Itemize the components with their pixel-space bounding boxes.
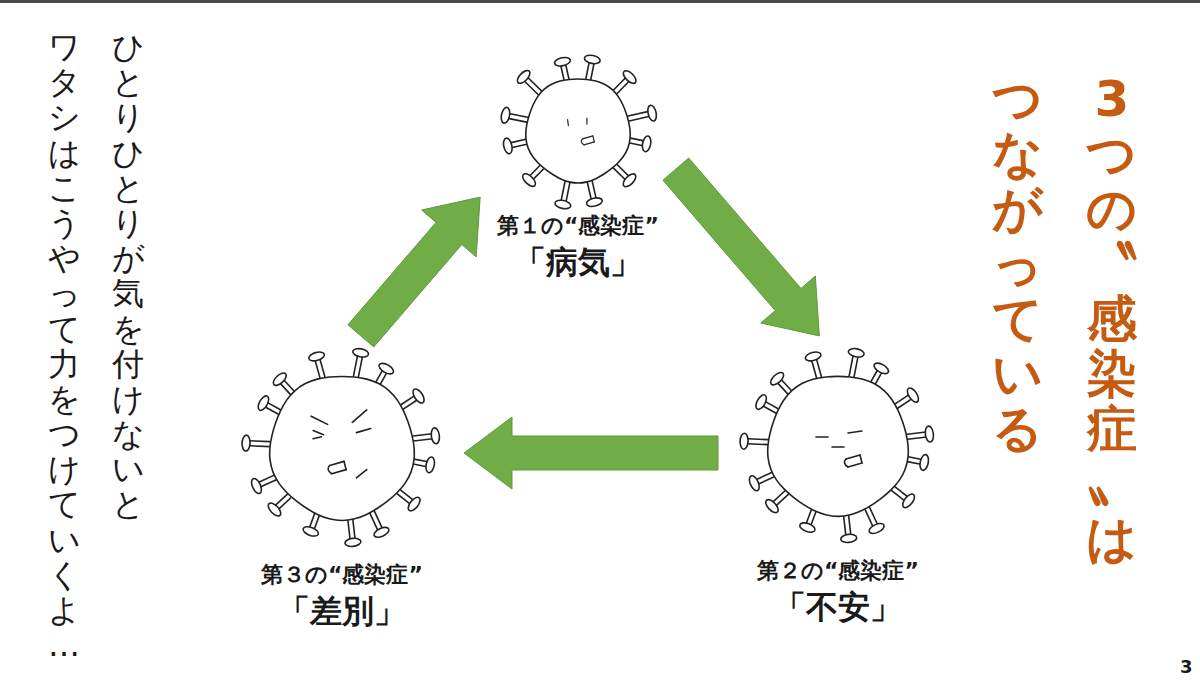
virus-node: 第１の“感染症”「病気」	[488, 48, 668, 282]
top-bar	[0, 0, 1200, 3]
node-heading: 第３の“感染症”	[232, 561, 452, 589]
virus-node: 第２の“感染症”「不安」	[730, 345, 946, 627]
virus-node: 第３の“感染症”「差別」	[232, 345, 452, 631]
virus-illustration	[738, 345, 938, 545]
node-label: 「不安」	[730, 587, 946, 627]
node-label: 「差別」	[232, 591, 452, 631]
block-arrow	[663, 158, 819, 336]
virus-illustration	[240, 345, 444, 549]
vertical-note: ワタシはこうやって力をつけていくよ…	[48, 30, 80, 663]
page-number: 3	[1180, 656, 1193, 677]
node-heading: 第１の“感染症”	[488, 212, 668, 240]
virus-illustration	[496, 48, 660, 212]
block-arrow	[348, 197, 480, 347]
vertical-note: ひとりひとりが気を付けないと	[112, 30, 144, 523]
block-arrow	[464, 417, 718, 489]
node-heading: 第２の“感染症”	[730, 557, 946, 585]
node-label: 「病気」	[488, 242, 668, 282]
slide-title: 3つの〝感染症〟は つながっている	[993, 72, 1137, 572]
